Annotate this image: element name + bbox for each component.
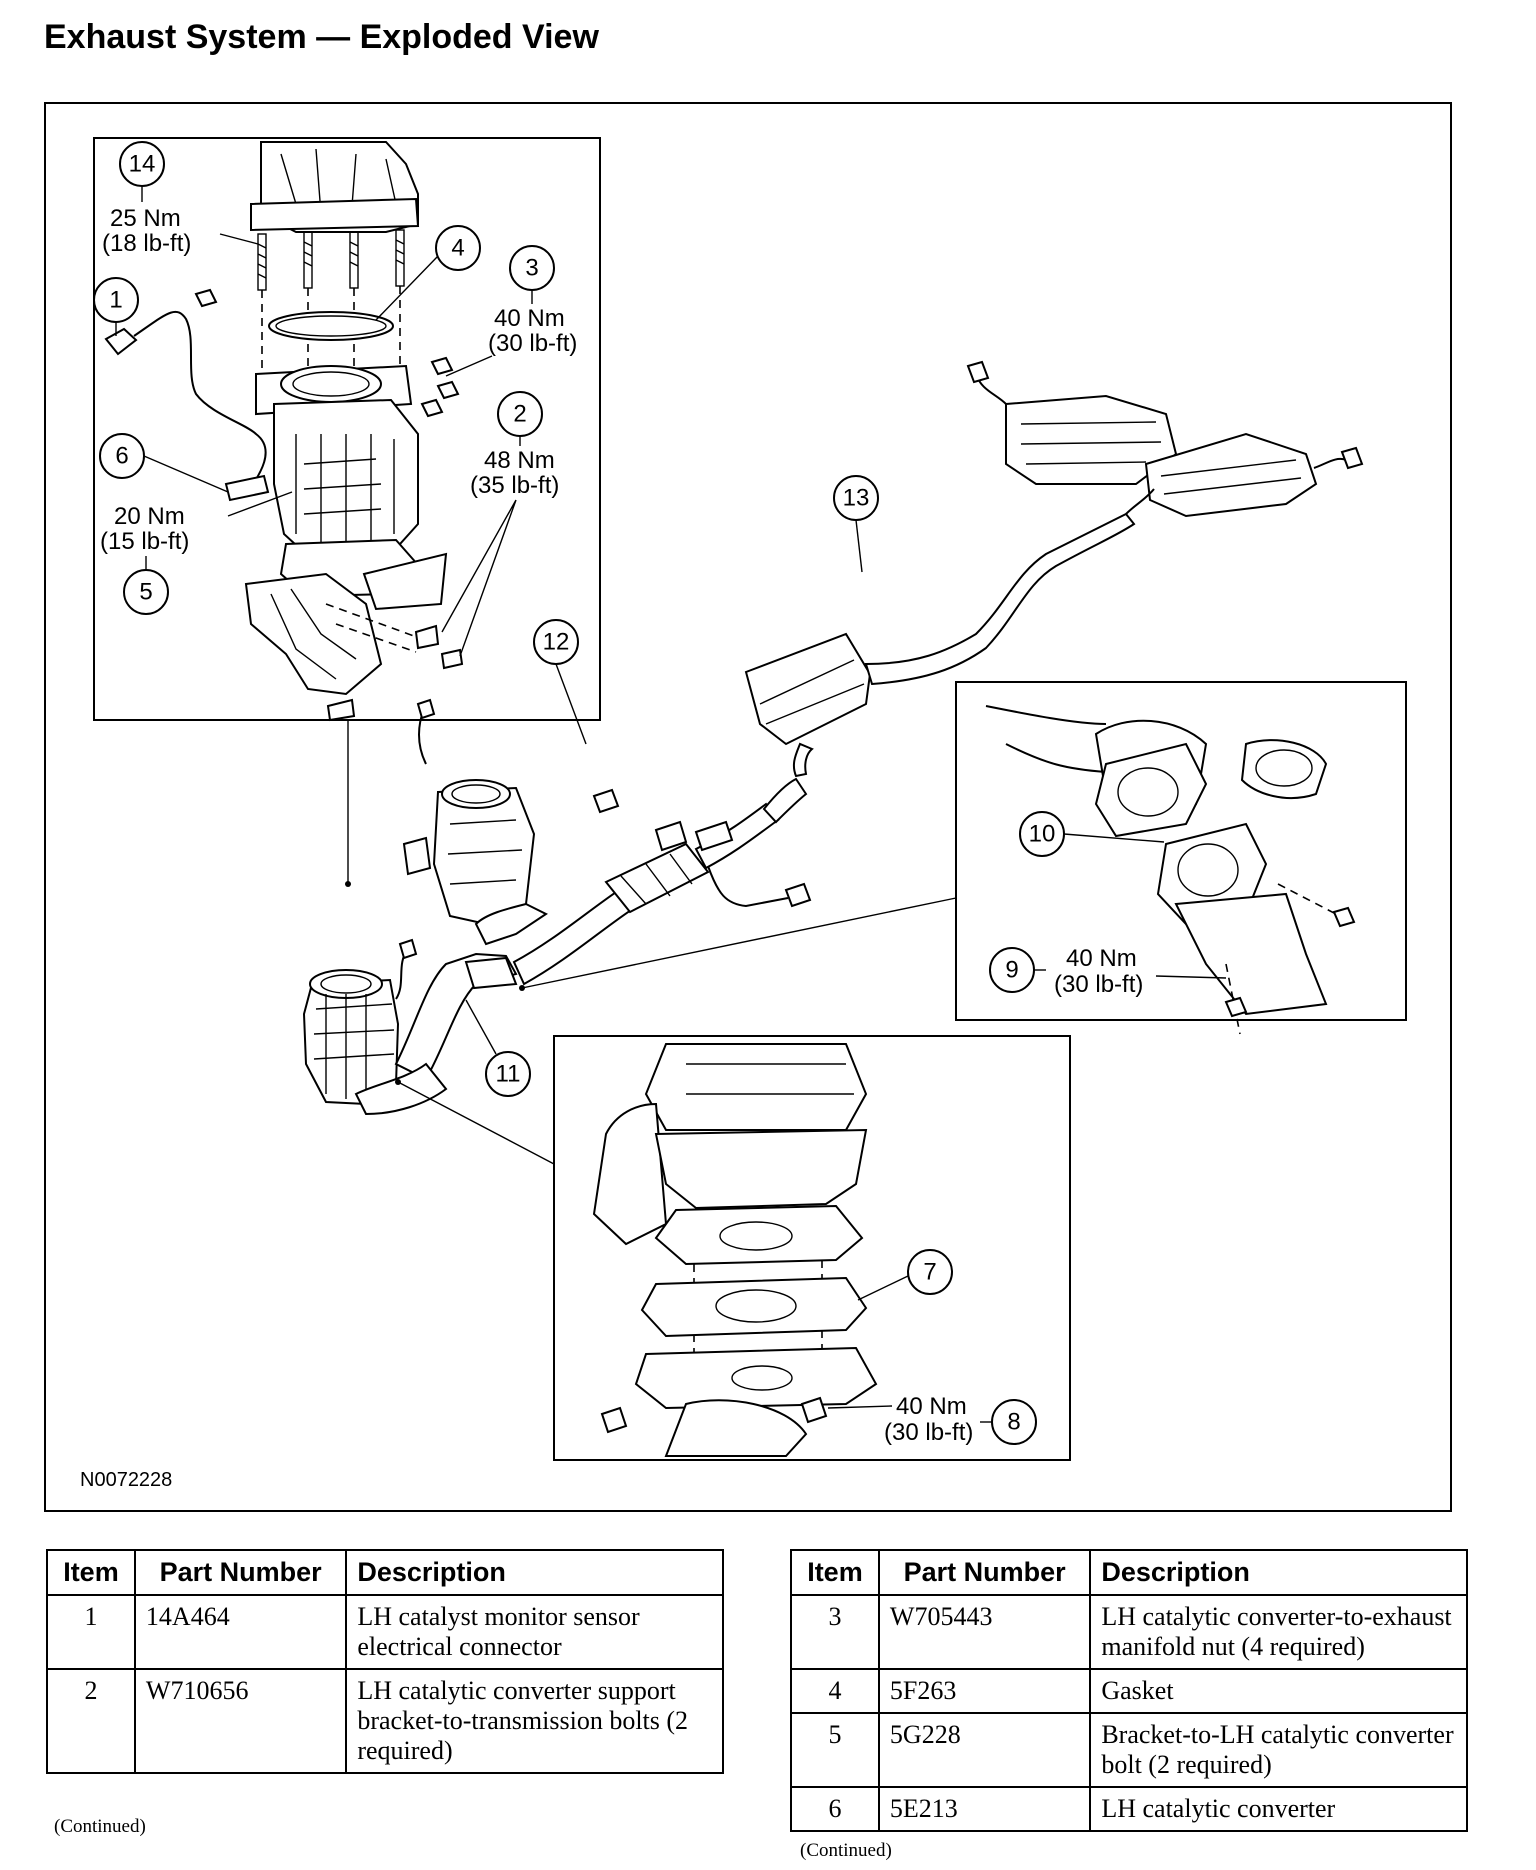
callout-3: 3 bbox=[509, 245, 555, 304]
svg-text:8: 8 bbox=[1007, 1409, 1020, 1436]
svg-text:11: 11 bbox=[496, 1061, 521, 1088]
figure-id: N0072228 bbox=[80, 1469, 172, 1491]
callout-6: 6 bbox=[99, 433, 229, 493]
table-row: 2 W710656 LH catalytic converter support… bbox=[46, 1668, 724, 1774]
svg-text:9: 9 bbox=[1005, 957, 1018, 984]
part-description: Bracket-to-LH catalytic converter bolt (… bbox=[1089, 1712, 1468, 1788]
part-number: 14A464 bbox=[133, 1594, 348, 1670]
torque-2-nm: 48 Nm bbox=[484, 447, 555, 474]
table-row: 1 14A464 LH catalyst monitor sensor elec… bbox=[46, 1594, 724, 1670]
inset-c-illustration bbox=[592, 1043, 878, 1457]
torque-14-nm: 25 Nm bbox=[110, 205, 181, 232]
part-number: W705443 bbox=[877, 1594, 1092, 1670]
callout-10: 10 bbox=[1019, 811, 1165, 857]
inset-pipe-flange-connection bbox=[955, 681, 1407, 1021]
inset-converter-flange-connection bbox=[553, 1035, 1071, 1461]
svg-text:2: 2 bbox=[513, 401, 526, 428]
callout-2: 2 bbox=[497, 391, 543, 446]
callout-12: 12 bbox=[533, 619, 587, 745]
callout-11: 11 bbox=[465, 999, 531, 1097]
item-number: 5 bbox=[790, 1712, 880, 1788]
torque-5-nm: 20 Nm bbox=[114, 503, 185, 530]
item-number: 4 bbox=[790, 1668, 880, 1714]
part-number: 5G228 bbox=[877, 1712, 1092, 1788]
part-number: 5E213 bbox=[877, 1786, 1092, 1832]
item-number: 2 bbox=[46, 1668, 136, 1774]
svg-text:12: 12 bbox=[543, 629, 570, 656]
exploded-view-figure: 14 25 Nm (18 lb-ft) 4 3 40 Nm (30 lb-ft)… bbox=[44, 102, 1452, 1512]
header-description: Description bbox=[345, 1549, 724, 1596]
part-description: Gasket bbox=[1089, 1668, 1468, 1714]
callout-5: 5 bbox=[123, 556, 169, 615]
exhaust-diagram: 14 25 Nm (18 lb-ft) 4 3 40 Nm (30 lb-ft)… bbox=[80, 137, 1407, 1491]
callout-9: 9 bbox=[989, 947, 1046, 993]
table-header-row: Item Part Number Description bbox=[790, 1549, 1468, 1596]
header-description: Description bbox=[1089, 1549, 1468, 1596]
table-header-row: Item Part Number Description bbox=[46, 1549, 724, 1596]
header-item: Item bbox=[790, 1549, 880, 1596]
svg-text:1: 1 bbox=[109, 287, 122, 314]
part-number: W710656 bbox=[133, 1668, 348, 1774]
part-description: LH catalytic converter bbox=[1089, 1786, 1468, 1832]
callout-1: 1 bbox=[93, 277, 139, 336]
svg-text:14: 14 bbox=[129, 151, 156, 178]
part-description: LH catalyst monitor sensor electrical co… bbox=[345, 1594, 724, 1670]
callout-8: 8 bbox=[980, 1399, 1037, 1445]
torque-8-nm: 40 Nm bbox=[896, 1393, 967, 1420]
inset-b-illustration bbox=[985, 705, 1356, 1035]
continued-note-left: (Continued) bbox=[54, 1816, 146, 1837]
torque-3-nm: 40 Nm bbox=[494, 305, 565, 332]
page-title: Exhaust System — Exploded View bbox=[44, 18, 599, 56]
table-row: 3 W705443 LH catalytic converter-to-exha… bbox=[790, 1594, 1468, 1670]
torque-8-lbft: (30 lb-ft) bbox=[884, 1419, 973, 1446]
continued-note-right: (Continued) bbox=[800, 1840, 892, 1861]
svg-text:3: 3 bbox=[525, 255, 538, 282]
torque-9-lbft: (30 lb-ft) bbox=[1054, 971, 1143, 998]
torque-2-lbft: (35 lb-ft) bbox=[470, 472, 559, 499]
torque-3-lbft: (30 lb-ft) bbox=[488, 330, 577, 357]
svg-text:4: 4 bbox=[451, 235, 464, 262]
item-number: 6 bbox=[790, 1786, 880, 1832]
part-description: LH catalytic converter-to-exhaust manifo… bbox=[1089, 1594, 1468, 1670]
parts-table-right: Item Part Number Description 3 W705443 L… bbox=[790, 1549, 1468, 1832]
torque-5-lbft: (15 lb-ft) bbox=[100, 528, 189, 555]
callout-7: 7 bbox=[857, 1249, 953, 1301]
table-row: 5 5G228 Bracket-to-LH catalytic converte… bbox=[790, 1712, 1468, 1788]
svg-text:10: 10 bbox=[1029, 821, 1056, 848]
item-number: 1 bbox=[46, 1594, 136, 1670]
torque-9-nm: 40 Nm bbox=[1066, 945, 1137, 972]
svg-text:7: 7 bbox=[923, 1259, 936, 1286]
header-part-number: Part Number bbox=[877, 1549, 1092, 1596]
header-part-number: Part Number bbox=[133, 1549, 348, 1596]
svg-text:6: 6 bbox=[115, 443, 128, 470]
svg-text:13: 13 bbox=[843, 485, 870, 512]
inset-catalytic-converter-mounting bbox=[93, 137, 601, 721]
part-number: 5F263 bbox=[877, 1668, 1092, 1714]
table-row: 6 5E213 LH catalytic converter bbox=[790, 1786, 1468, 1832]
callout-4: 4 bbox=[375, 225, 481, 321]
callout-14: 14 bbox=[119, 141, 165, 202]
svg-text:5: 5 bbox=[139, 579, 152, 606]
header-item: Item bbox=[46, 1549, 136, 1596]
inset-a-illustration bbox=[104, 141, 464, 722]
table-row: 4 5F263 Gasket bbox=[790, 1668, 1468, 1714]
callout-13: 13 bbox=[833, 475, 879, 573]
torque-14-lbft: (18 lb-ft) bbox=[102, 230, 191, 257]
exhaust-main-assembly bbox=[302, 360, 1364, 1116]
item-number: 3 bbox=[790, 1594, 880, 1670]
parts-table-left: Item Part Number Description 1 14A464 LH… bbox=[46, 1549, 724, 1774]
part-description: LH catalytic converter support bracket-t… bbox=[345, 1668, 724, 1774]
